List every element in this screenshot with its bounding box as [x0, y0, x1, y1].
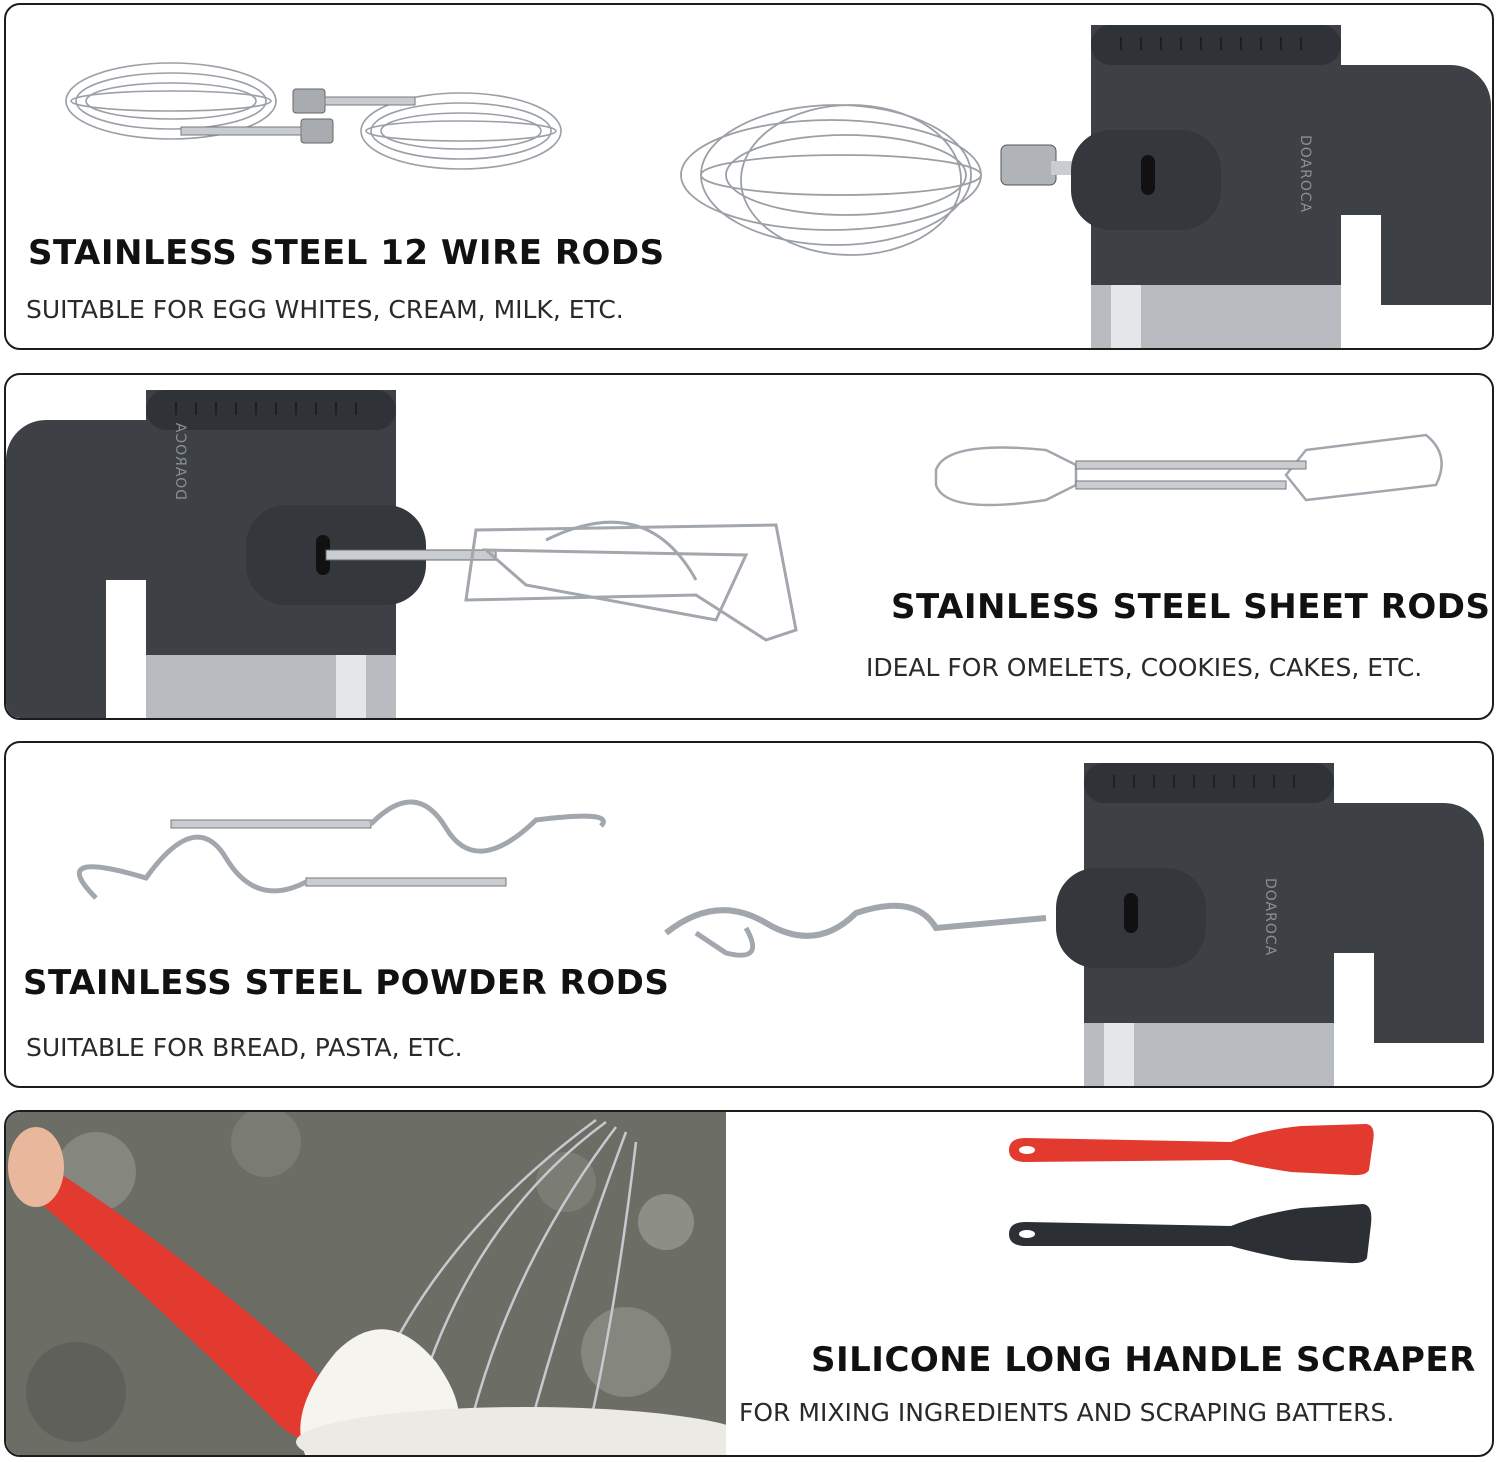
mixer-with-whisk-image: DOAROCA	[680, 25, 1491, 348]
dough-hook-pair-image	[76, 799, 606, 900]
brand-label: DOAROCA	[1262, 878, 1278, 956]
red-scraper-image	[1009, 1124, 1374, 1176]
brand-label: DOAROCA	[172, 422, 188, 500]
panel-title: STAINLESS STEEL POWDER RODS	[23, 963, 670, 1003]
black-scraper-image	[1009, 1204, 1372, 1264]
brand-label: DOAROCA	[1297, 135, 1313, 213]
panel-subtitle: SUITABLE FOR EGG WHITES, CREAM, MILK, ET…	[26, 295, 624, 324]
wire-whisk-pair-image	[65, 62, 562, 170]
panel-title: STAINLESS STEEL SHEET RODS	[891, 587, 1491, 627]
mixer-with-beaters-image: DOAROCA	[6, 390, 798, 718]
panel-silicone-scraper: SILICONE LONG HANDLE SCRAPER FOR MIXING …	[4, 1110, 1494, 1457]
panel-powder-rods: DOAROCA STAINLESS STEEL POWDER RODS SUIT…	[4, 741, 1494, 1088]
panel-subtitle: IDEAL FOR OMELETS, COOKIES, CAKES, ETC.	[866, 653, 1423, 682]
sheet-beater-pair-image	[934, 433, 1443, 507]
mixer-with-dough-hook-image: DOAROCA	[664, 763, 1484, 1086]
panel-wire-rods: DOAROCA STAINLESS STEEL 12 WIRE RODS SUI…	[4, 3, 1494, 350]
panel-subtitle: FOR MIXING INGREDIENTS AND SCRAPING BATT…	[739, 1398, 1395, 1427]
panel-title: SILICONE LONG HANDLE SCRAPER	[811, 1340, 1476, 1380]
panel-title: STAINLESS STEEL 12 WIRE RODS	[28, 233, 665, 273]
panel-subtitle: SUITABLE FOR BREAD, PASTA, ETC.	[26, 1033, 463, 1062]
panel-sheet-rods: DOAROCA STAINLESS STEEL SHEET RODS IDEAL…	[4, 373, 1494, 720]
scraping-whisk-photo	[6, 1112, 726, 1455]
